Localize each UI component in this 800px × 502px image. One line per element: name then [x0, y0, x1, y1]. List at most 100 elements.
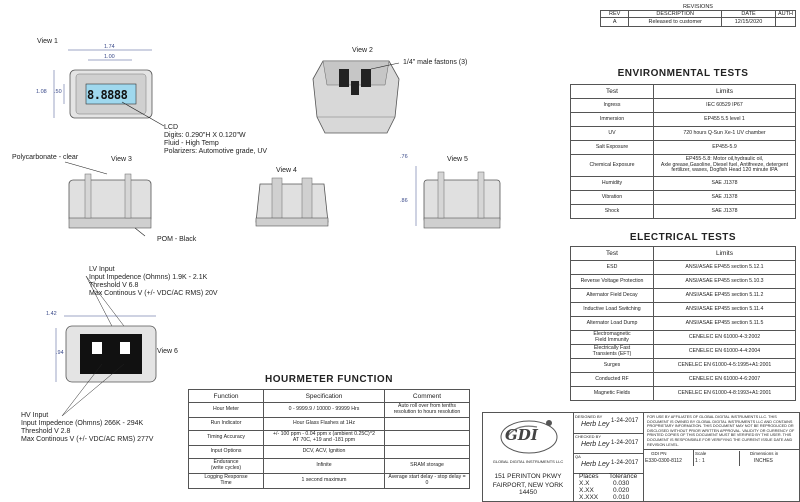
lv-note-line: LV Input — [89, 266, 115, 273]
rev-header: REV — [599, 10, 630, 18]
gdi-logo — [500, 420, 558, 454]
electrical-title: ELECTRICAL TESTS — [629, 232, 737, 243]
hm-function-header: Function — [188, 389, 264, 403]
description-cell: Released to customer — [628, 17, 723, 27]
approved-label: QA — [575, 454, 581, 459]
designed-by-label: DESIGNED BY — [575, 414, 603, 419]
pom-note: POM - Black — [157, 236, 197, 243]
el-limit: ANSI/ASAE EP455 section 5.11.5 — [653, 316, 796, 331]
env-test: Humidity — [570, 176, 654, 191]
lcd-digits: 8.8888 — [87, 88, 128, 102]
env-limit: EP455 5.5 level 1 — [653, 112, 796, 127]
places-label: Places — [579, 473, 599, 480]
el-limit: CENELEC EN 61000-4-8:1993+A1:2001 — [653, 386, 796, 401]
signoff-area: DESIGNED BY Herb Ley 1-24-2017 CHECKED B… — [573, 413, 643, 474]
lcd-leader — [121, 101, 165, 127]
el-test: Reverse Voltage Protection — [570, 274, 654, 289]
hv-note-line: Input Impedence (Ohmns) 266K - 294K — [21, 420, 144, 427]
view3-drawing — [64, 161, 152, 237]
el-limit: ANSI/ASAE EP455 section 5.12.1 — [653, 260, 796, 275]
pn-row: GDI PN E330-0300-8112 Scale 1 : 1 Dimens… — [643, 449, 799, 466]
hv-note: HV Input Input Impedence (Ohmns) 266K - … — [21, 412, 153, 444]
hm-comment: Average start delay - stop delay = 0 — [384, 473, 470, 489]
tolerance-area: Places Tolerance X.X X.XX X.XXX 0.030 0.… — [573, 473, 644, 501]
place-value: X.X — [579, 480, 590, 487]
place-value: X.XXX — [579, 494, 599, 501]
lv-note-line: Max Continous V (+/- VDC/AC RMS) 20V — [89, 290, 218, 297]
designed-date: 1-24-2017 — [611, 418, 639, 424]
el-test: Magnetic Fields — [570, 386, 654, 401]
part-label: GDI PN — [651, 451, 667, 456]
el-limit: CENELEC EN 61000-4-4:2004 — [653, 344, 796, 359]
checked-by-label: CHECKED BY — [575, 434, 602, 439]
checked-date: 1-24-2017 — [611, 440, 639, 446]
dim-1-00: 1.00 — [104, 54, 115, 60]
hourmeter-table: Function Specification Comment Hour Mete… — [188, 389, 470, 489]
view4-label: View 4 — [276, 167, 297, 174]
el-test: Surges — [570, 358, 654, 373]
hm-function: Endurance (write cycles) — [188, 458, 264, 474]
approved-by: Herb Ley — [581, 461, 610, 468]
view6-drawing — [55, 275, 157, 417]
approved-date: 1-24-2017 — [611, 460, 639, 466]
date-cell: 12/15/2020 — [721, 17, 777, 27]
address-line1: 151 PERINTON PKWY — [494, 473, 562, 480]
el-limits-header: Limits — [653, 246, 796, 261]
el-test-header: Test — [570, 246, 654, 261]
checked-by: Herb Ley — [581, 441, 610, 448]
lv-note-line: Input Impedence (Ohmns) 1.9K - 2.1K — [89, 274, 208, 281]
dim-1-08: 1.08 — [36, 89, 47, 95]
hm-function: Timing Accuracy — [188, 430, 264, 446]
hm-spec: 1 second maximum — [263, 473, 385, 489]
el-test: ESD — [570, 260, 654, 275]
hv-note-line: HV Input — [21, 412, 49, 419]
part-number: E330-0300-8112 — [645, 458, 682, 464]
env-test: Vibration — [570, 190, 654, 205]
hm-comment — [384, 430, 470, 446]
hm-comment: SRAM storage — [384, 458, 470, 474]
lcd-note: LCD Digits: 0.290"H X 0.120"W Fluid - Hi… — [164, 124, 267, 156]
place-value: X.XX — [579, 487, 594, 494]
hm-spec: +/- 100 ppm - 0.04 ppm x (ambient 0.25C)… — [263, 430, 385, 446]
el-limit: CENELEC EN 61000-4-3:2002 — [653, 330, 796, 345]
dimensions-value: INCHES — [754, 458, 773, 464]
el-test: Conducted RF — [570, 372, 654, 387]
hm-spec-header: Specification — [263, 389, 385, 403]
polycarbonate-note: Polycarbonate - clear — [12, 154, 79, 161]
tolerance-value: 0.020 — [613, 487, 630, 494]
view1-label: View 1 — [37, 38, 58, 45]
logo-area: GDI GLOBAL DIGITAL INSTRUMENTS LLC 151 P… — [483, 413, 574, 501]
logo-text: GDI — [505, 426, 538, 444]
view3-label: View 3 — [111, 156, 132, 163]
address-line2: FAIRPORT, NEW YORK 14450 — [492, 482, 564, 496]
el-limit: ANSI/ASAE EP455 section 5.11.2 — [653, 288, 796, 303]
revisions-table: REVISIONS REV DESCRIPTION DATE AUTH A Re… — [599, 4, 796, 27]
revisions-title: REVISIONS — [683, 4, 713, 10]
el-limit: CENELEC EN 61000-4-6:2007 — [653, 372, 796, 387]
proprietary-notice: FOR USE BY AFFILIATES OF GLOBAL DIGITAL … — [647, 415, 795, 447]
hm-spec: 0 - 9999.9 / 10000 - 99999 Hrs — [263, 402, 385, 418]
env-test: Ingress — [570, 98, 654, 113]
view6-label: View 6 — [157, 348, 178, 355]
view1-drawing — [53, 49, 153, 119]
hm-spec: Infinite — [263, 458, 385, 474]
el-test: Inductive Load Switching — [570, 302, 654, 317]
tolerance-value: 0.010 — [613, 494, 630, 501]
scale-label: Scale — [695, 451, 707, 456]
env-test: Immersion — [570, 112, 654, 127]
env-limit: SAE J1378 — [653, 204, 796, 219]
lcd-note-line: Fluid - High Temp — [164, 140, 219, 147]
el-test: Alternator Load Dump — [570, 316, 654, 331]
env-test-header: Test — [570, 84, 654, 99]
lcd-note-line: Digits: 0.290"H X 0.120"W — [164, 132, 246, 139]
env-test: Shock — [570, 204, 654, 219]
view5-label: View 5 — [447, 156, 468, 163]
date-header: DATE — [721, 10, 777, 18]
el-limit: CENELEC EN 61000-4-5:1995+A1:2001 — [653, 358, 796, 373]
lcd-note-line: LCD — [164, 124, 179, 131]
view2-drawing — [312, 60, 400, 134]
el-test: Alternator Field Decay — [570, 288, 654, 303]
dim-1-42: 1.42 — [46, 311, 57, 317]
